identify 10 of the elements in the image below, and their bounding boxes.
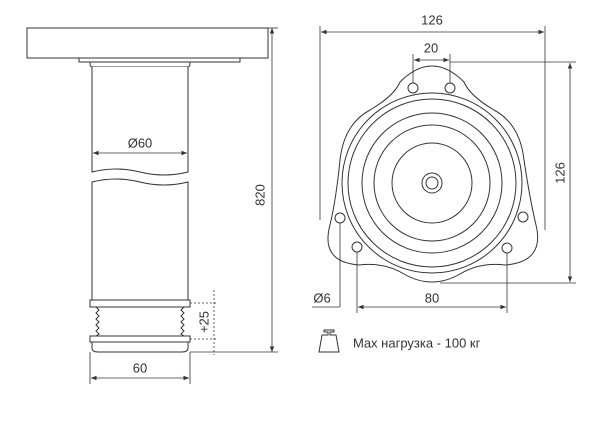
dimension-value: 80 [424,290,440,306]
dimension-value: 820 [252,184,268,206]
dimension-value: 20 [424,40,438,56]
diameter-value: Ø6 [313,290,331,306]
dimension-value: 126 [552,162,568,184]
dimension-value: 126 [421,12,443,28]
max-load-text: Max нагрузка - 100 кг [353,336,480,350]
adjustment-value: +25 [196,310,212,334]
diameter-value: Ø60 [128,136,152,150]
dimension-value: 60 [132,360,148,376]
